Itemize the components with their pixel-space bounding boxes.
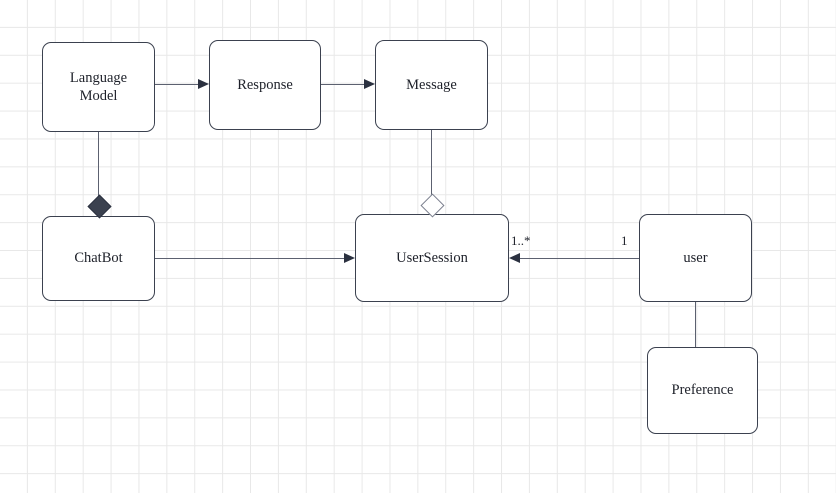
arrowhead-response-to-message (364, 79, 375, 89)
node-label-message: Message (406, 76, 457, 93)
node-language-model[interactable]: Language Model (42, 42, 155, 132)
edge-language-model-to-response[interactable] (155, 84, 199, 86)
arrowhead-chatbot-to-user-session (344, 253, 355, 263)
node-label-preference: Preference (671, 382, 734, 399)
node-chatbot[interactable]: ChatBot (42, 216, 155, 301)
arrowhead-language-model-to-response (198, 79, 209, 89)
node-label-user: user (683, 249, 708, 266)
edge-message-to-user-session[interactable] (431, 130, 433, 214)
node-label-language-model: Language Model (69, 69, 128, 104)
node-label-chatbot: ChatBot (74, 250, 123, 267)
node-label-user-session: UserSession (396, 249, 468, 266)
node-response[interactable]: Response (209, 40, 321, 130)
multiplicity-label-user-side: 1 (621, 233, 628, 248)
edge-response-to-message[interactable] (321, 84, 365, 86)
edge-user-to-user-session[interactable] (520, 258, 639, 260)
multiplicity-label-user-session-side: 1..* (511, 233, 531, 248)
node-message[interactable]: Message (375, 40, 488, 130)
arrowhead-user-to-user-session (509, 253, 520, 263)
node-label-response: Response (237, 76, 293, 93)
edge-chatbot-to-user-session[interactable] (155, 258, 345, 260)
node-preference[interactable]: Preference (647, 347, 758, 434)
edge-user-to-preference[interactable] (695, 302, 697, 348)
composition-diamond-language-model-chatbot (87, 194, 112, 219)
edge-language-model-to-chatbot[interactable] (98, 132, 100, 216)
node-user-session[interactable]: UserSession (355, 214, 509, 302)
node-user[interactable]: user (639, 214, 752, 302)
